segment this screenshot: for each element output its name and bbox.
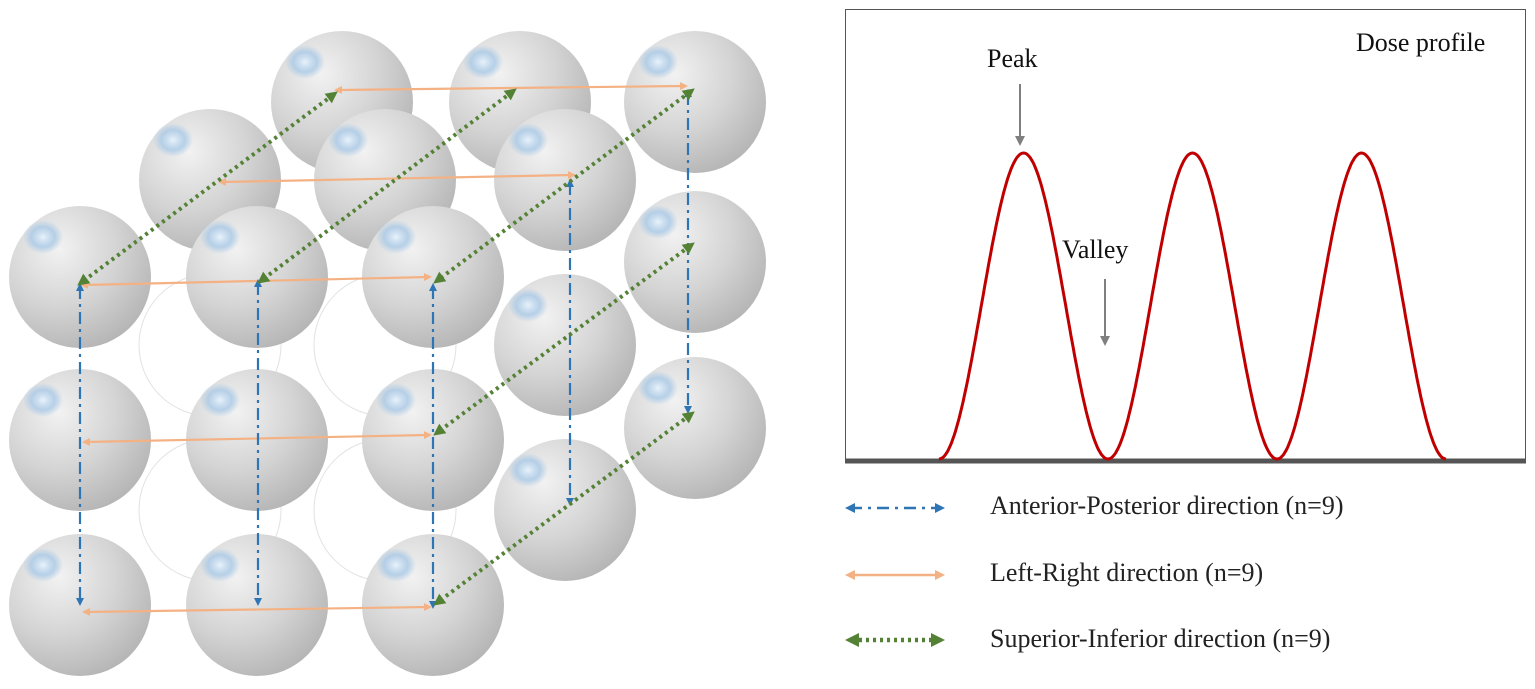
- superior-inferior-arrow: [433, 411, 695, 606]
- sphere: [186, 534, 328, 676]
- sphere-lattice-diagram: [9, 31, 766, 676]
- legend-swatches: [845, 503, 945, 647]
- sphere: [494, 109, 636, 251]
- sphere: [624, 31, 766, 173]
- peak-label: Peak: [987, 44, 1038, 73]
- dose-profile-plot: [845, 84, 1526, 464]
- legend-label-left-right: Left-Right direction (n=9): [990, 558, 1264, 587]
- legend-label-superior-inferior: Superior-Inferior direction (n=9): [990, 624, 1331, 653]
- sphere: [624, 357, 766, 499]
- dose-profile-title: Dose profile: [1356, 28, 1486, 57]
- sphere: [9, 206, 151, 348]
- arrow-group: [76, 82, 695, 616]
- dose-profile-curve: [938, 151, 1447, 461]
- superior-inferior-arrow: [77, 91, 338, 286]
- superior-inferior-arrow: [257, 88, 517, 284]
- left-right-arrow: [82, 603, 432, 616]
- legend-label-anterior-posterior: Anterior-Posterior direction (n=9): [990, 491, 1344, 520]
- dose-profile-panel: [845, 9, 1526, 462]
- superior-inferior-arrow: [433, 242, 695, 436]
- valley-label: Valley: [1062, 235, 1129, 264]
- sphere: [494, 274, 636, 416]
- sphere-group: [9, 31, 766, 676]
- sphere: [624, 191, 766, 333]
